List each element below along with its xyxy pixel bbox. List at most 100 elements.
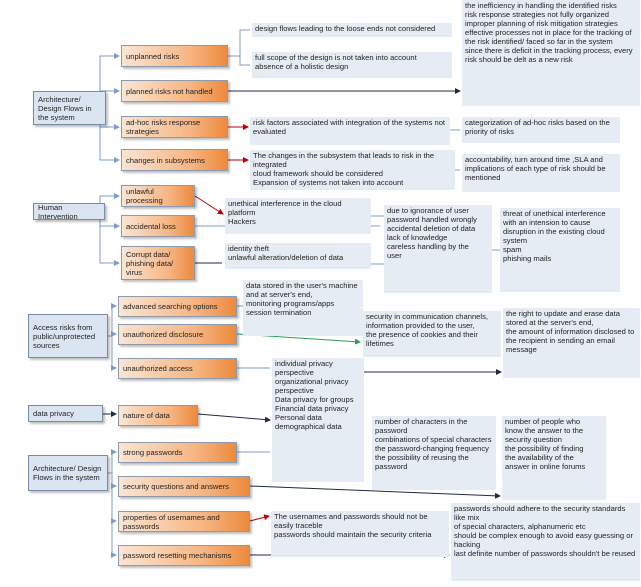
category-label: Corrupt data/ phishing data/ virus	[126, 249, 174, 277]
detail-line: perspective	[275, 368, 314, 377]
category-password-resetting: password resetting mechanisms	[118, 545, 250, 566]
detail-risk-handling: the inefficiency in handling the identif…	[462, 0, 640, 106]
detail-line: mentioned	[465, 173, 501, 182]
category-label: planned risks not handled	[126, 86, 213, 96]
detail-line: evaluated	[253, 127, 286, 136]
category-label: nature of data	[123, 411, 170, 420]
root-node-design-flows-2: Architecture/ Design Flows in the system	[28, 455, 108, 491]
root-label: Architecture/ Design Flows in the system	[38, 94, 92, 122]
branch-connector	[108, 449, 117, 474]
root-node-design-flows: Architecture/ Design Flows in the system	[33, 91, 106, 125]
detail-line: Personal data	[275, 413, 322, 422]
detail-line: monitoring programs/apps	[246, 299, 335, 308]
category-label: properties of usernames and passwords	[123, 512, 220, 531]
detail-connector	[249, 485, 501, 499]
category-strong-passwords: strong passwords	[118, 442, 237, 463]
detail-line: The usernames and passwords should not b…	[274, 512, 428, 521]
detail-line: number of people who	[505, 417, 581, 426]
detail-line: effective processes not in place for the…	[465, 28, 632, 37]
detail-line: Hackers	[228, 217, 256, 226]
category-security-questions: security questions and answers	[118, 476, 250, 497]
detail-integration-risk-factors: risk factors associated with integration…	[250, 117, 450, 145]
detail-line: session termination	[246, 308, 312, 317]
category-label: ad-hoc risks response strategies	[126, 118, 201, 136]
detail-line: the recipient in sending an email	[506, 336, 615, 345]
detail-line: user	[387, 251, 402, 260]
root-label: Access risks from public/unprotected sou…	[33, 322, 96, 350]
root-node-human-intervention: Human Intervention	[33, 203, 105, 221]
detail-communication-security: security in communication channels,infor…	[363, 311, 501, 357]
detail-line: risk should be delt as a new risk	[465, 55, 573, 64]
detail-line: unlawful alteration/deletion of data	[228, 253, 344, 262]
category-unlawful-processing: unlawful processing	[121, 185, 195, 207]
detail-line: message	[506, 345, 537, 354]
detail-line: threat of unethical interference	[503, 209, 606, 218]
detail-line: passwords should adhere to the security …	[454, 504, 626, 522]
detail-line: improper planning of risk mitigation str…	[465, 19, 618, 28]
detail-line: phishing mails	[503, 254, 552, 263]
detail-line: security question	[505, 435, 562, 444]
detail-line: lack of knowledge	[387, 233, 448, 242]
detail-line: easily traceble	[274, 521, 323, 530]
detail-line: should be complex enough to avoid easy g…	[454, 531, 633, 540]
detail-line: answer in online forums	[505, 462, 586, 471]
detail-line: with an intension to cause	[503, 218, 591, 227]
detail-design-flows-loose-ends: design flows leading to the loose ends n…	[252, 23, 452, 37]
detail-line: data stored in the user's machine	[246, 281, 358, 290]
branch-connector	[108, 303, 117, 337]
detail-line: cloud framework should be considered	[253, 169, 384, 178]
detail-line: security in communication channels,	[366, 312, 488, 321]
detail-line: Expansion of systems not taken into acco…	[253, 178, 404, 187]
detail-username-traceability: The usernames and passwords should not b…	[271, 511, 449, 557]
category-changes-subsystems: changes in subsystems	[121, 149, 228, 171]
detail-line: platform	[228, 208, 256, 217]
detail-line: hacking	[454, 540, 481, 549]
detail-line: disruption in the existing cloud	[503, 227, 605, 236]
detail-line: accountability, turn around time ,SLA an…	[465, 155, 603, 164]
branch-connector	[111, 486, 117, 524]
detail-line: and at server's end,	[246, 290, 313, 299]
detail-password-standards: passwords should adhere to the security …	[451, 503, 640, 581]
category-planned-risks: planned risks not handled	[121, 80, 228, 102]
detail-categorization: categorization of ad-hoc risks based on …	[462, 117, 620, 143]
detail-line: information provided to the user,	[366, 321, 475, 330]
root-label: data privacy	[33, 409, 74, 418]
detail-line: unethical interference in the cloud	[228, 199, 342, 208]
category-advanced-search: advanced searching options	[118, 296, 237, 317]
category-label: password resetting mechanisms	[123, 551, 232, 560]
detail-line: design flows leading to the loose ends n…	[255, 24, 436, 33]
detail-line: the password-changing frequency	[375, 444, 489, 453]
detail-line: Data privacy for groups	[275, 395, 354, 404]
category-unauthorized-disclosure: unauthorized disclosure	[118, 324, 237, 345]
root-node-access-risks: Access risks from public/unprotected sou…	[28, 314, 108, 358]
detail-full-scope: full scope of the design is not taken in…	[252, 52, 452, 78]
detail-line: priority of risks	[465, 127, 514, 136]
detail-line: since there is deficit in the tracking p…	[465, 46, 633, 55]
detail-line: careless handling by the	[387, 242, 469, 251]
category-label: accidental loss	[126, 221, 176, 231]
detail-line: categorization of ad-hoc risks based on …	[465, 118, 610, 127]
detail-line: number of characters in the password	[375, 417, 468, 435]
detail-line: passwords should maintain the security c…	[274, 530, 432, 539]
detail-line: full scope of the design is not taken in…	[255, 53, 417, 62]
detail-line: the presence of cookies and their lifeti…	[366, 330, 478, 348]
category-label: unauthorized disclosure	[123, 330, 204, 339]
category-label: unlawful processing	[126, 187, 163, 205]
category-corrupt-data: Corrupt data/ phishing data/ virus	[121, 246, 195, 280]
detail-line: password	[375, 462, 408, 471]
category-label: unauthorized access	[123, 364, 193, 373]
category-label: unplanned risks	[126, 51, 180, 61]
category-nature-of-data: nature of data	[118, 405, 198, 426]
detail-line: the amount of information disclosed to	[506, 327, 635, 336]
detail-line: the risk identified/ faced so far in the…	[465, 37, 613, 46]
detail-line: system	[503, 236, 528, 245]
detail-line: perspective	[275, 386, 314, 395]
detail-line: spam	[503, 245, 522, 254]
